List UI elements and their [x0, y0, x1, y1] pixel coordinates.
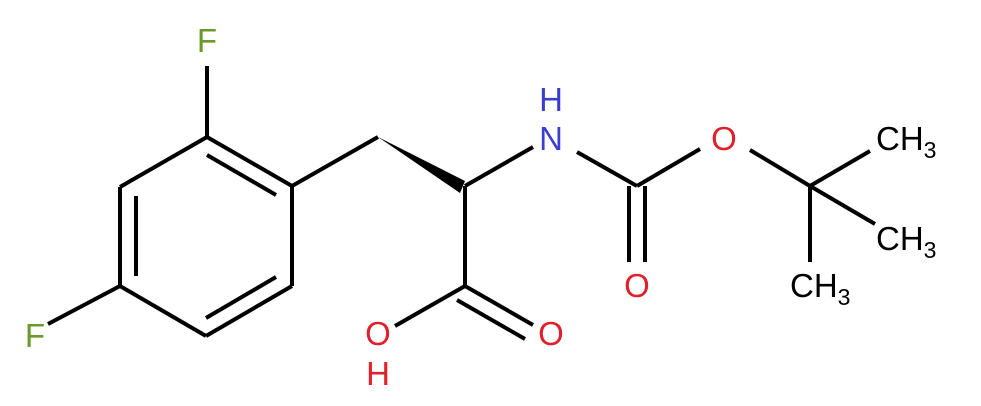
bond-c-o-double-2	[456, 298, 526, 341]
bond-ring-5	[204, 284, 294, 338]
bond-ring-4	[118, 284, 208, 338]
bond-ring-5-inner	[204, 275, 278, 320]
atom-o-ester: O	[711, 120, 737, 157]
wedge-bond-stereo	[378, 137, 465, 193]
bond-ring-1-inner	[205, 153, 278, 197]
bond-ctert-ch3-2	[808, 184, 877, 226]
bond-ring-2	[119, 135, 208, 189]
atom-ch3-bottom: CH3	[790, 267, 850, 310]
bond-c-f-left	[47, 284, 121, 326]
bond-ctert-ch3-1	[808, 149, 872, 188]
atom-o-acid-carbonyl: O	[538, 315, 564, 352]
atom-f-top: F	[197, 22, 217, 59]
atom-f-left: F	[25, 317, 45, 354]
bond-c-o-ester	[635, 147, 702, 188]
bond-ring-1	[206, 135, 293, 188]
atom-ch3-middle: CH3	[876, 220, 936, 263]
atom-o-hydroxyl: O	[365, 315, 391, 352]
bond-calpha-n	[464, 145, 534, 188]
atom-h-on-n: H	[539, 81, 563, 118]
bond-n-c	[576, 150, 638, 188]
bond-o-ctert	[748, 148, 812, 188]
atom-o-carbamate-carbonyl: O	[624, 267, 650, 304]
benzene-ring	[118, 135, 294, 338]
bond-c-o-double-1	[464, 284, 534, 327]
bond-c-oh	[394, 284, 466, 328]
atom-n: N	[539, 120, 563, 157]
atom-h-hydroxyl: H	[366, 355, 390, 392]
bond-ring-ch2	[291, 135, 379, 188]
atom-ch3-top: CH3	[876, 120, 936, 163]
